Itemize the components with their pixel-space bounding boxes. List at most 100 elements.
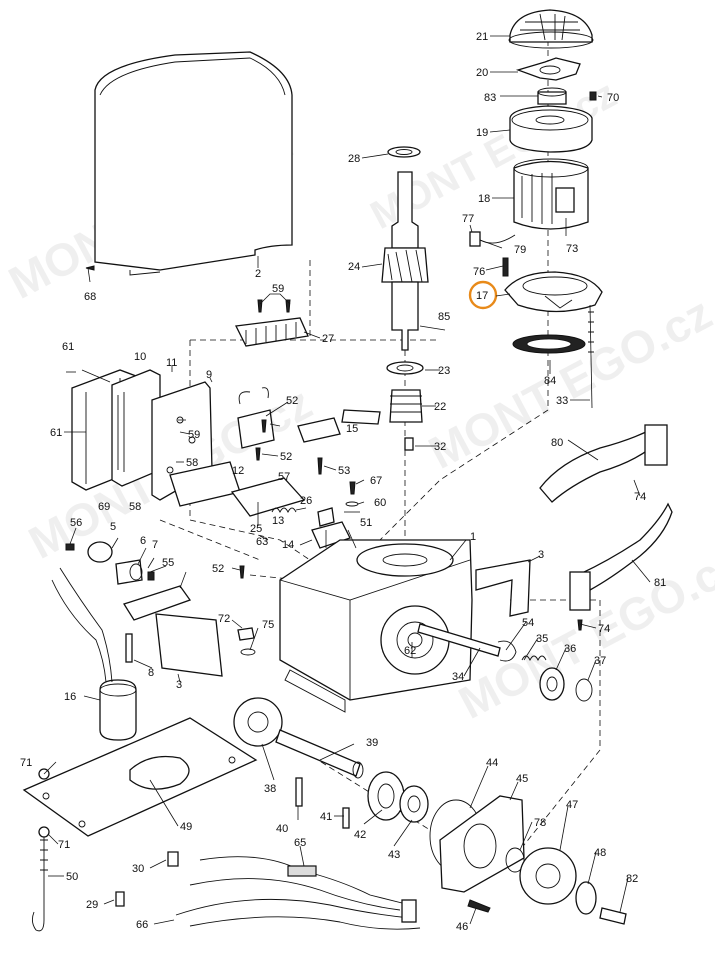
label-65: 65 xyxy=(294,837,306,849)
label-2: 2 xyxy=(255,268,261,280)
label-46: 46 xyxy=(456,921,468,933)
label-60: 60 xyxy=(374,497,386,509)
label-21: 21 xyxy=(476,31,488,43)
gear-housing-group xyxy=(429,795,627,925)
label-13: 13 xyxy=(272,515,284,527)
label-26: 26 xyxy=(300,495,312,507)
label-67: 67 xyxy=(370,475,382,487)
label-79: 79 xyxy=(514,244,526,256)
label-74a: 74 xyxy=(634,491,646,503)
label-14: 14 xyxy=(282,539,294,551)
output-shaft-right xyxy=(417,623,593,702)
label-40: 40 xyxy=(276,823,288,835)
label-30: 30 xyxy=(132,863,144,875)
label-33: 33 xyxy=(556,395,568,407)
label-9: 9 xyxy=(206,369,212,381)
label-6: 6 xyxy=(140,535,146,547)
label-37: 37 xyxy=(594,655,606,667)
left-side-components xyxy=(51,541,256,741)
watermark-text: MONT EGO.cz xyxy=(420,287,715,479)
label-77: 77 xyxy=(462,213,474,225)
label-5: 5 xyxy=(110,521,116,533)
label-38: 38 xyxy=(264,783,276,795)
label-55: 55 xyxy=(162,557,174,569)
label-8: 8 xyxy=(148,667,154,679)
label-56: 56 xyxy=(70,517,82,529)
label-10: 10 xyxy=(134,351,146,363)
label-75: 75 xyxy=(262,619,274,631)
label-61a: 61 xyxy=(62,341,74,353)
lower-housing-group xyxy=(502,257,603,409)
label-59b: 59 xyxy=(188,429,200,441)
label-54: 54 xyxy=(522,617,534,629)
label-70: 70 xyxy=(607,92,619,104)
label-27: 27 xyxy=(322,333,334,345)
label-83: 83 xyxy=(484,92,496,104)
label-76: 76 xyxy=(473,266,485,278)
label-78: 78 xyxy=(534,817,546,829)
label-72: 72 xyxy=(218,613,230,625)
label-18: 18 xyxy=(478,193,490,205)
label-49: 49 xyxy=(180,821,192,833)
label-61b: 61 xyxy=(50,427,62,439)
part-17-highlight xyxy=(468,280,498,310)
label-20: 20 xyxy=(476,67,488,79)
label-34: 34 xyxy=(452,671,464,683)
label-58b: 58 xyxy=(129,501,141,513)
label-24: 24 xyxy=(348,261,360,273)
control-bracket-group xyxy=(71,369,241,507)
label-68: 68 xyxy=(84,291,96,303)
label-52c: 52 xyxy=(212,563,224,575)
label-42: 42 xyxy=(354,829,366,841)
label-25: 25 xyxy=(250,523,262,535)
cover-part xyxy=(85,51,293,276)
main-gearbox-body xyxy=(279,539,531,713)
label-74b: 74 xyxy=(598,623,610,635)
label-57: 57 xyxy=(278,471,290,483)
label-63: 63 xyxy=(256,536,268,548)
label-80: 80 xyxy=(551,437,563,449)
label-69: 69 xyxy=(98,501,110,513)
label-52a: 52 xyxy=(286,395,298,407)
label-85: 85 xyxy=(438,311,450,323)
part-number-labels: 21 20 83 70 19 18 77 73 79 76 17 84 33 2… xyxy=(20,31,666,933)
label-3b: 3 xyxy=(176,679,182,691)
label-48: 48 xyxy=(594,847,606,859)
wiring-loom-group xyxy=(115,851,421,930)
terminal-block-group xyxy=(235,299,309,347)
label-28: 28 xyxy=(348,153,360,165)
label-62: 62 xyxy=(404,645,416,657)
label-52b: 52 xyxy=(280,451,292,463)
label-71a: 71 xyxy=(20,757,32,769)
label-58: 58 xyxy=(186,457,198,469)
label-71b: 71 xyxy=(58,839,70,851)
base-plate-group xyxy=(22,717,258,932)
label-22: 22 xyxy=(434,401,446,413)
release-lever-group xyxy=(539,424,673,631)
label-84: 84 xyxy=(544,375,556,387)
label-82: 82 xyxy=(626,873,638,885)
label-14b: 51 xyxy=(360,517,372,529)
worm-shaft-group xyxy=(381,146,446,451)
label-16: 16 xyxy=(64,691,76,703)
label-36: 36 xyxy=(564,643,576,655)
label-19: 19 xyxy=(476,127,488,139)
label-32: 32 xyxy=(434,441,446,453)
label-81: 81 xyxy=(654,577,666,589)
label-66: 66 xyxy=(136,919,148,931)
label-39: 39 xyxy=(366,737,378,749)
output-shaft-left xyxy=(233,697,429,829)
watermark-text: MONT EGO.cz xyxy=(450,537,715,729)
label-7: 7 xyxy=(152,539,158,551)
label-59a: 59 xyxy=(272,283,284,295)
label-44: 44 xyxy=(486,757,498,769)
motor-stack xyxy=(469,9,597,247)
label-43: 43 xyxy=(388,849,400,861)
label-29: 29 xyxy=(86,899,98,911)
label-53: 53 xyxy=(338,465,350,477)
label-73: 73 xyxy=(566,243,578,255)
label-11: 11 xyxy=(166,357,177,369)
leader-lines xyxy=(43,35,651,925)
label-35: 35 xyxy=(536,633,548,645)
